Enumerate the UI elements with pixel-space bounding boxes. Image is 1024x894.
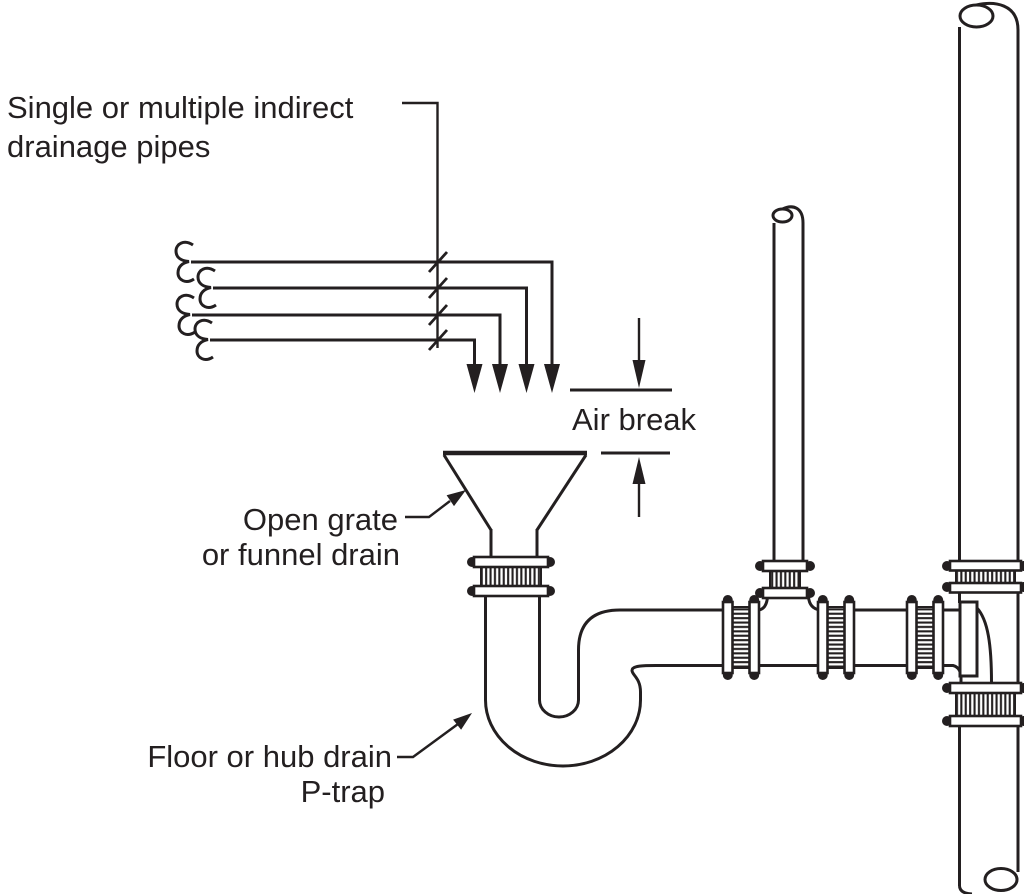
leader-line: [402, 101, 439, 348]
label-text: or funnel drain: [202, 537, 400, 572]
coupling-clamp-band: [748, 600, 761, 675]
coupling-clamp-band: [948, 714, 1023, 728]
coupling-sleeve: [769, 569, 801, 590]
coupling-clamp-band: [472, 555, 550, 569]
pipe-break-squiggle: [174, 240, 195, 283]
down-arrow: [518, 364, 535, 393]
dimension-arrow-up: [632, 457, 646, 484]
leader-arrow: [446, 490, 466, 507]
stack-wall-bottom-curve: [958, 885, 973, 894]
pipe-break-symbol: [771, 207, 794, 224]
elbow-branch-curve: [975, 606, 993, 684]
coupling-clamp-band: [761, 586, 809, 600]
leader-line: [397, 723, 459, 759]
funnel-right-slope: [535, 454, 588, 531]
label-text: P-trap: [301, 774, 385, 809]
no-hub-coupling-funnel: [467, 555, 555, 598]
no-hub-coupling-trap-outlet: [721, 595, 761, 680]
indirect-pipe: [196, 266, 535, 393]
pipe-run: [191, 260, 554, 365]
coupling-sleeve: [955, 691, 1016, 718]
label-floor-hub-drain-p-trap: Floor or hub drain P-trap: [147, 713, 472, 809]
no-hub-coupling-drain-stack: [905, 595, 945, 680]
coupling-clamp-band: [905, 600, 918, 675]
dimension-arrow-down: [632, 360, 646, 388]
label-text: Air break: [572, 402, 697, 437]
pipe-break-dome: [781, 205, 805, 224]
label-indirect-drainage-pipes: Single or multiple indirect drainage pip…: [7, 90, 354, 164]
indirect-pipe: [193, 318, 483, 393]
coupling-sleeve: [731, 606, 751, 669]
funnel-left-slope: [442, 454, 493, 531]
coupling-clamp-band: [948, 559, 1023, 572]
no-hub-coupling-middle-pipe: [755, 559, 815, 600]
coupling-sleeve: [826, 606, 846, 669]
indirect-pipe: [175, 293, 508, 393]
coupling-clamp-band: [948, 581, 1023, 594]
pipe-break-symbol: [958, 3, 995, 29]
indirect-pipes-leader: [402, 101, 449, 351]
coupling-sleeve: [480, 565, 542, 588]
pipe-break-symbol: [983, 867, 1019, 892]
coupling-clamp-band: [761, 559, 809, 573]
fitting-hub-collar: [958, 600, 979, 678]
indirect-pipe: [174, 240, 560, 393]
pipe-break-dome: [976, 1, 1020, 31]
coupling-clamp-band: [932, 600, 945, 675]
down-arrow: [466, 364, 483, 393]
no-hub-coupling-drain-mid: [816, 595, 856, 680]
label-text: Open grate: [243, 502, 398, 537]
pipe-run: [192, 313, 502, 365]
coupling-clamp-band: [472, 584, 550, 598]
indirect-drainage-pipes: [174, 240, 560, 393]
leader-line: [405, 500, 451, 519]
pipe-break-squiggle: [193, 318, 214, 361]
pipe-run: [210, 338, 476, 365]
label-open-grate-funnel-drain: Open grate or funnel drain: [202, 490, 466, 572]
air-break-dimension: [570, 318, 672, 517]
waste-stack: [958, 1, 1020, 894]
pipe-run: [213, 286, 528, 365]
coupling-clamp-band: [843, 600, 856, 675]
no-hub-coupling-stack-upper: [942, 559, 1024, 594]
coupling-clamp-band: [948, 681, 1023, 695]
down-arrow: [544, 364, 560, 393]
coupling-sleeve: [915, 606, 935, 669]
funnel-drain: [442, 450, 588, 559]
down-arrow: [492, 364, 508, 393]
pipe-break-squiggle: [175, 293, 196, 336]
no-hub-coupling-stack-lower: [942, 681, 1024, 728]
middle-vertical-pipe: [771, 205, 805, 562]
coupling-clamp-band: [816, 600, 829, 675]
label-text: Floor or hub drain: [147, 739, 392, 774]
leader-arrow: [453, 713, 472, 730]
trap-inner-wall: [538, 595, 758, 719]
label-text: Single or multiple indirect: [7, 90, 354, 125]
label-air-break: Air break: [572, 402, 697, 437]
label-text: drainage pipes: [7, 129, 210, 164]
pipe-break-squiggle: [196, 266, 217, 309]
coupling-clamp-band: [721, 600, 734, 675]
